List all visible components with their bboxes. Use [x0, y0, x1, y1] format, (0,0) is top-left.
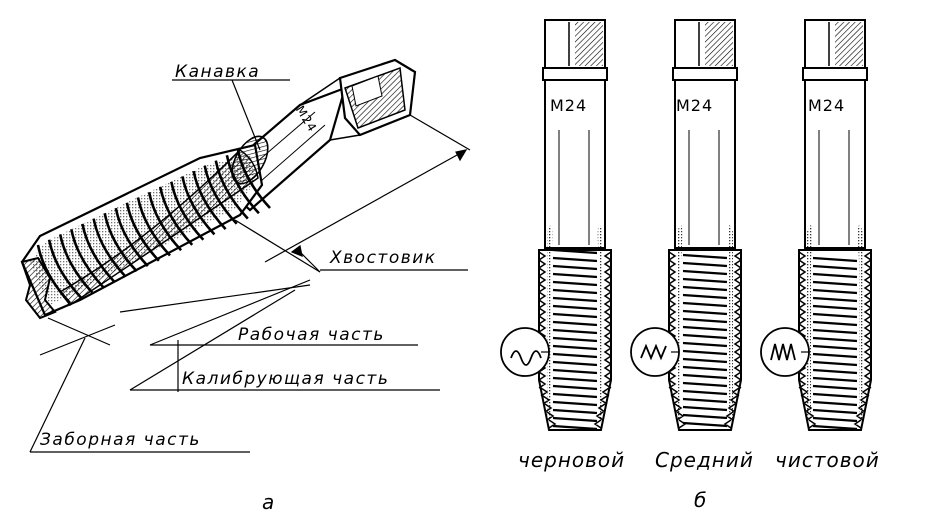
label-groove: Канавка [175, 62, 261, 82]
finishing-tap [760, 19, 872, 431]
tap-3-name: чистовой [775, 448, 880, 472]
caption-b: б [694, 488, 707, 512]
tap-set-drawing [500, 19, 872, 431]
tap-2-marking: М24 [676, 96, 714, 115]
label-calibrating-part: Калибрующая часть [182, 369, 390, 389]
label-working-part: Рабочая часть [238, 325, 385, 345]
label-shank: Хвостовик [330, 248, 437, 268]
label-intake-part: Заборная часть [40, 430, 201, 450]
tap-2-name: Средний [655, 448, 754, 472]
tap-1-name: черновой [518, 448, 626, 472]
dimension-lines [29, 79, 471, 453]
caption-a: а [262, 490, 275, 514]
tap-threaded-part [20, 135, 271, 320]
tap-isometric-drawing [20, 58, 471, 453]
tap-1-marking: М24 [550, 96, 588, 115]
middle-tap [630, 19, 742, 431]
rough-tap [500, 19, 612, 431]
tap-3-marking: М24 [808, 96, 846, 115]
